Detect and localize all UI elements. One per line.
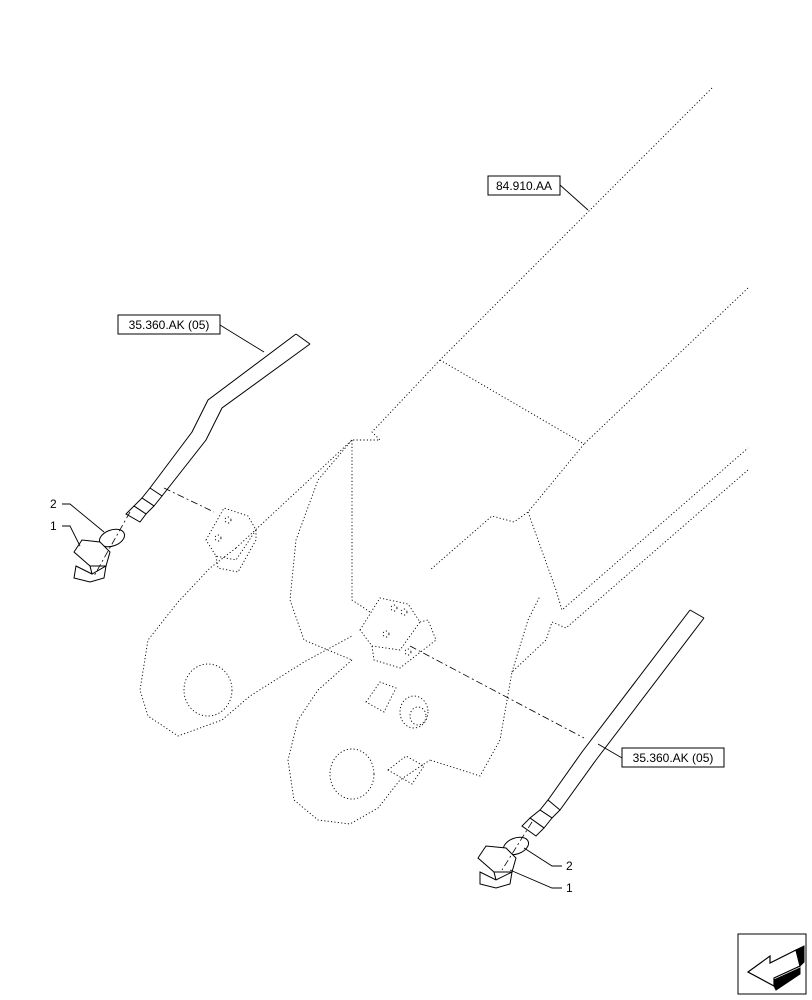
- upper-hose-reference-callout[interactable]: 35.360.AK (05): [117, 314, 265, 353]
- callout-lower-fitting[interactable]: 1: [509, 869, 573, 895]
- callout-upper-fitting[interactable]: 1: [50, 519, 81, 547]
- upper-hose: [125, 333, 311, 523]
- upper-fitting: [73, 539, 111, 583]
- boom-assembly: [139, 87, 749, 825]
- callout-number: 2: [566, 859, 573, 873]
- lower-hose-reference-label: 35.360.AK (05): [633, 751, 714, 765]
- lower-hose-reference-callout[interactable]: 35.360.AK (05): [597, 743, 725, 768]
- callout-upper-oring[interactable]: 2: [50, 497, 105, 533]
- lower-clamp-bracket: [359, 597, 437, 669]
- lower-fitting: [477, 845, 517, 889]
- upper-clamp-bracket: [205, 507, 257, 573]
- callout-number: 1: [566, 881, 573, 895]
- callout-number: 2: [50, 497, 57, 511]
- callout-number: 1: [50, 519, 57, 533]
- upper-hose-reference-label: 35.360.AK (05): [129, 318, 210, 332]
- boom-reference-callout[interactable]: 84.910.AA: [487, 175, 589, 211]
- direction-arrow-icon[interactable]: [737, 933, 807, 995]
- assembly-centerlines: [93, 487, 585, 871]
- lower-hose: [521, 609, 705, 837]
- boom-reference-label: 84.910.AA: [496, 179, 552, 193]
- pivot-boss: [365, 681, 429, 785]
- callout-lower-oring[interactable]: 2: [523, 847, 573, 873]
